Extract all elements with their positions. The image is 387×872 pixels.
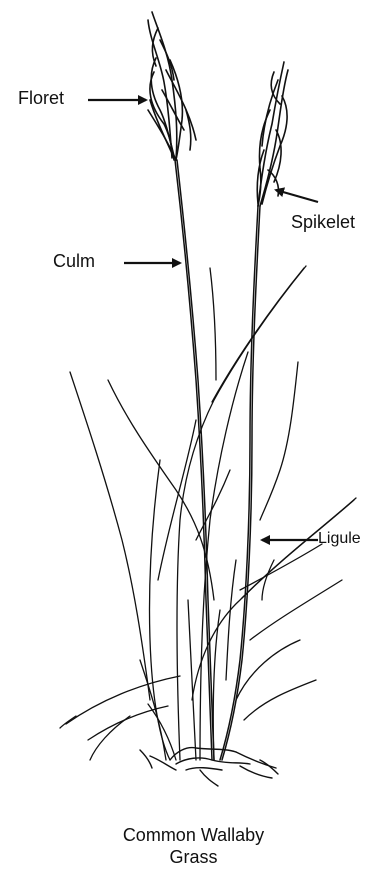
base-tuft: [140, 748, 278, 786]
caption-line-1: Common Wallaby: [0, 824, 387, 846]
leaves: [60, 266, 356, 760]
floret-label: Floret: [18, 88, 64, 109]
spikelet-arrow: [276, 190, 318, 202]
spikelet-label: Spikelet: [291, 212, 355, 233]
culm-label: Culm: [53, 251, 95, 272]
culms: [175, 160, 260, 760]
plant-drawing: [60, 12, 356, 786]
caption-line-2: Grass: [0, 846, 387, 868]
ligule-label: Ligule: [318, 530, 361, 548]
left-seed-head: [148, 12, 196, 160]
right-seed-head: [257, 62, 288, 206]
